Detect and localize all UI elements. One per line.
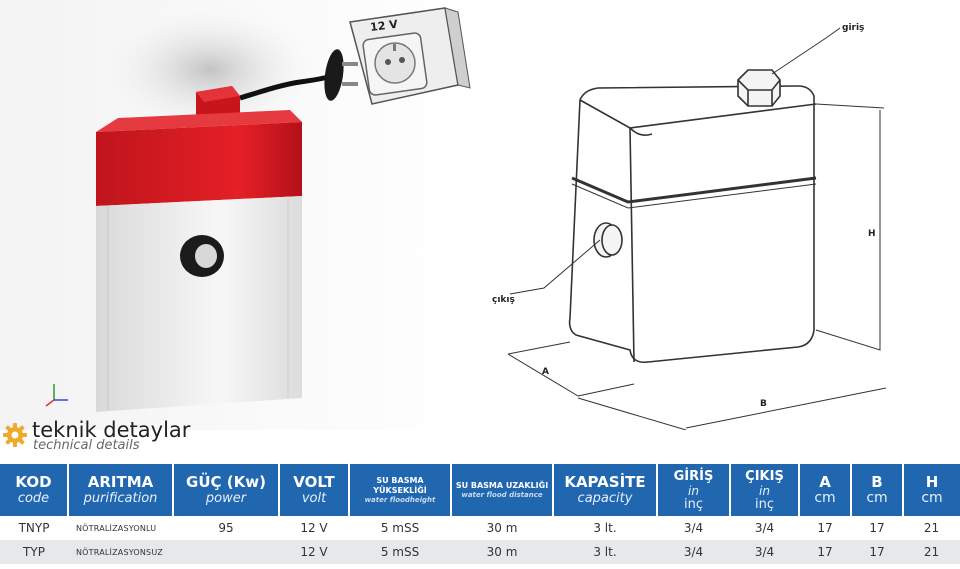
inlet-label: giriş [842, 23, 864, 33]
cell-purification: NÖTRALİZASYONSUZ [68, 540, 173, 564]
section-title: teknik detaylar [32, 418, 191, 442]
cell-flood-height: 5 mSS [349, 540, 451, 564]
cell-capacity: 3 lt. [553, 516, 657, 540]
wall-socket: 12 V [349, 7, 471, 105]
cell-code: TYP [0, 540, 68, 564]
cell-flood-distance: 30 m [451, 540, 553, 564]
cell-flood-height: 5 mSS [349, 516, 451, 540]
cell-flood-distance: 30 m [451, 516, 553, 540]
table-row: TNYP NÖTRALİZASYONLU 95 12 V 5 mSS 30 m … [0, 516, 960, 540]
socket-voltage-label: 12 V [369, 18, 399, 34]
cell-b: 17 [851, 540, 903, 564]
cell-h: 21 [903, 540, 960, 564]
cell-code: TNYP [0, 516, 68, 540]
dimension-b-label: B [760, 399, 767, 409]
gear-icon [3, 423, 27, 447]
cell-inlet: 3/4 [657, 516, 730, 540]
dimension-h-label: H [868, 229, 876, 239]
cell-power: 95 [173, 516, 279, 540]
cell-purification: NÖTRALİZASYONLU [68, 516, 173, 540]
section-subtitle: technical details [33, 438, 140, 453]
axis-indicator-icon [45, 384, 68, 407]
product-images: 12 V [0, 0, 960, 430]
technical-drawing: giriş çıkış A B H [480, 0, 960, 430]
cell-volt: 12 V [279, 516, 349, 540]
cell-h: 21 [903, 516, 960, 540]
outlet-label: çıkış [492, 295, 515, 305]
power-plug [239, 49, 358, 101]
cell-capacity: 3 lt. [553, 540, 657, 564]
section-header: teknik detaylar technical details [0, 418, 300, 460]
dimension-a-label: A [542, 367, 549, 377]
cell-inlet: 3/4 [657, 540, 730, 564]
cell-outlet: 3/4 [730, 516, 799, 540]
col-header-power: GÜÇ (Kw)power [173, 464, 280, 516]
cell-a: 17 [799, 516, 851, 540]
cell-a: 17 [799, 540, 851, 564]
cell-outlet: 3/4 [730, 540, 799, 564]
pump-render-image: 12 V [0, 0, 480, 430]
table-row: TYP NÖTRALİZASYONSUZ 12 V 5 mSS 30 m 3 l… [0, 540, 960, 564]
cell-volt: 12 V [279, 540, 349, 564]
cell-power [173, 540, 279, 564]
cell-b: 17 [851, 516, 903, 540]
